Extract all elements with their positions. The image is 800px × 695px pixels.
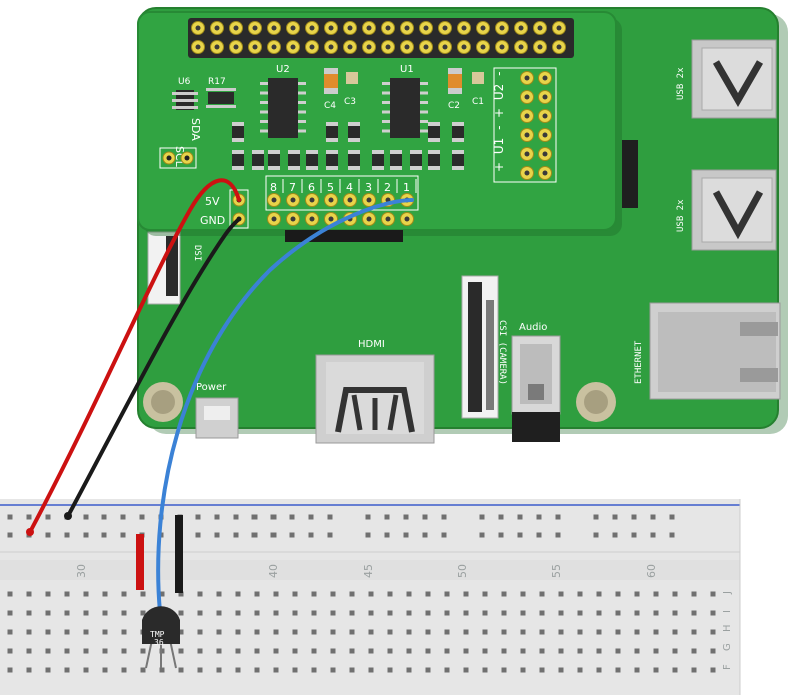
tmp36-sensor: TMP 36 — [142, 606, 180, 669]
u2-plus-label: + — [492, 108, 506, 118]
svg-text:+ U2 -: + U2 - — [492, 72, 506, 118]
chip-u6 — [172, 90, 198, 110]
gpio-header — [188, 18, 574, 58]
amp-header: + U1 - + U2 - — [492, 67, 557, 183]
row-letter: F — [722, 664, 733, 670]
resistor-r17 — [206, 88, 236, 108]
c2-label: C2 — [448, 101, 460, 111]
chip-u1 — [382, 78, 428, 138]
u6-label: U6 — [178, 77, 191, 87]
channel-number-label: 4 — [346, 181, 353, 194]
column-number: 45 — [362, 564, 375, 578]
usb-bottom-label: USB 2x — [676, 199, 686, 232]
c3-label: C3 — [344, 97, 356, 107]
usb-port-bottom — [691, 169, 777, 251]
column-number: 55 — [550, 564, 563, 578]
capacitor-c3 — [346, 72, 358, 84]
jumper-red — [136, 534, 144, 590]
capacitor-c4 — [324, 68, 338, 94]
channel-number-label: 3 — [365, 181, 372, 194]
c1-label: C1 — [472, 97, 484, 107]
adc-hat: U2 U1 U6 R17 C4 C3 C2 C1 SCL SDA — [137, 11, 622, 242]
channel-number-label: 6 — [308, 181, 315, 194]
pin-gnd-label: GND — [200, 214, 225, 227]
wire-gnd — [66, 217, 241, 518]
jumper-black — [175, 515, 183, 593]
hdmi-label: HDMI — [358, 339, 385, 350]
pin-5v-label: 5V — [205, 195, 220, 208]
hdmi-port — [315, 354, 435, 444]
usb-top-label: USB 2x — [676, 67, 686, 100]
capacitor-c1 — [472, 72, 484, 84]
channel-number-label: 8 — [270, 181, 277, 194]
camera-ribbon-slot — [622, 140, 638, 208]
csi-connector — [461, 275, 499, 419]
power-port — [195, 397, 239, 439]
column-number: 30 — [75, 564, 88, 578]
channel-number-label: 5 — [327, 181, 334, 194]
svg-text:+ U1 -: + U1 - — [492, 126, 506, 172]
u2-minus-label: - — [492, 72, 506, 76]
u1-plus-label: + — [492, 162, 506, 172]
row-letter: G — [722, 643, 733, 651]
ethernet-port — [649, 302, 781, 400]
csi-label: CSI (CAMERA) — [497, 320, 507, 385]
row-letter: H — [722, 624, 733, 632]
u2-label: U2 — [276, 64, 290, 75]
sensor-label-line1: TMP — [150, 630, 165, 639]
audio-jack — [511, 335, 561, 442]
row-letter: J — [722, 591, 733, 595]
channel-number-label: 2 — [384, 181, 391, 194]
column-number: 50 — [456, 564, 469, 578]
wire-signal — [156, 198, 414, 614]
chip-u2 — [260, 78, 306, 138]
power-label: Power — [196, 382, 227, 393]
row-letter: I — [722, 610, 733, 613]
channel-number-label: 7 — [289, 181, 296, 194]
sensor-label-line2: 36 — [154, 638, 164, 647]
wire-5v — [28, 178, 241, 534]
breadboard: 30 40 45 50 55 60 F G H I J — [0, 499, 741, 695]
smd-components — [232, 122, 464, 170]
ethernet-label: ETHERNET — [634, 340, 644, 384]
dsi-label: DSI — [192, 245, 202, 261]
u1-minus-label: - — [492, 126, 506, 130]
channel-number-label: 1 — [403, 181, 410, 194]
audio-label: Audio — [519, 322, 547, 333]
r17-label: R17 — [208, 77, 226, 87]
i2c-pins — [159, 147, 197, 169]
column-number: 40 — [267, 564, 280, 578]
capacitor-c2 — [448, 68, 462, 94]
u1-text-label: U1 — [492, 138, 506, 154]
c4-label: C4 — [324, 101, 336, 111]
u2-text-label: U2 — [492, 84, 506, 100]
u1-label: U1 — [400, 64, 414, 75]
dsi-connector — [147, 231, 181, 305]
usb-port-top — [691, 39, 777, 119]
column-number: 60 — [645, 564, 658, 578]
sda-label: SDA — [189, 118, 202, 141]
